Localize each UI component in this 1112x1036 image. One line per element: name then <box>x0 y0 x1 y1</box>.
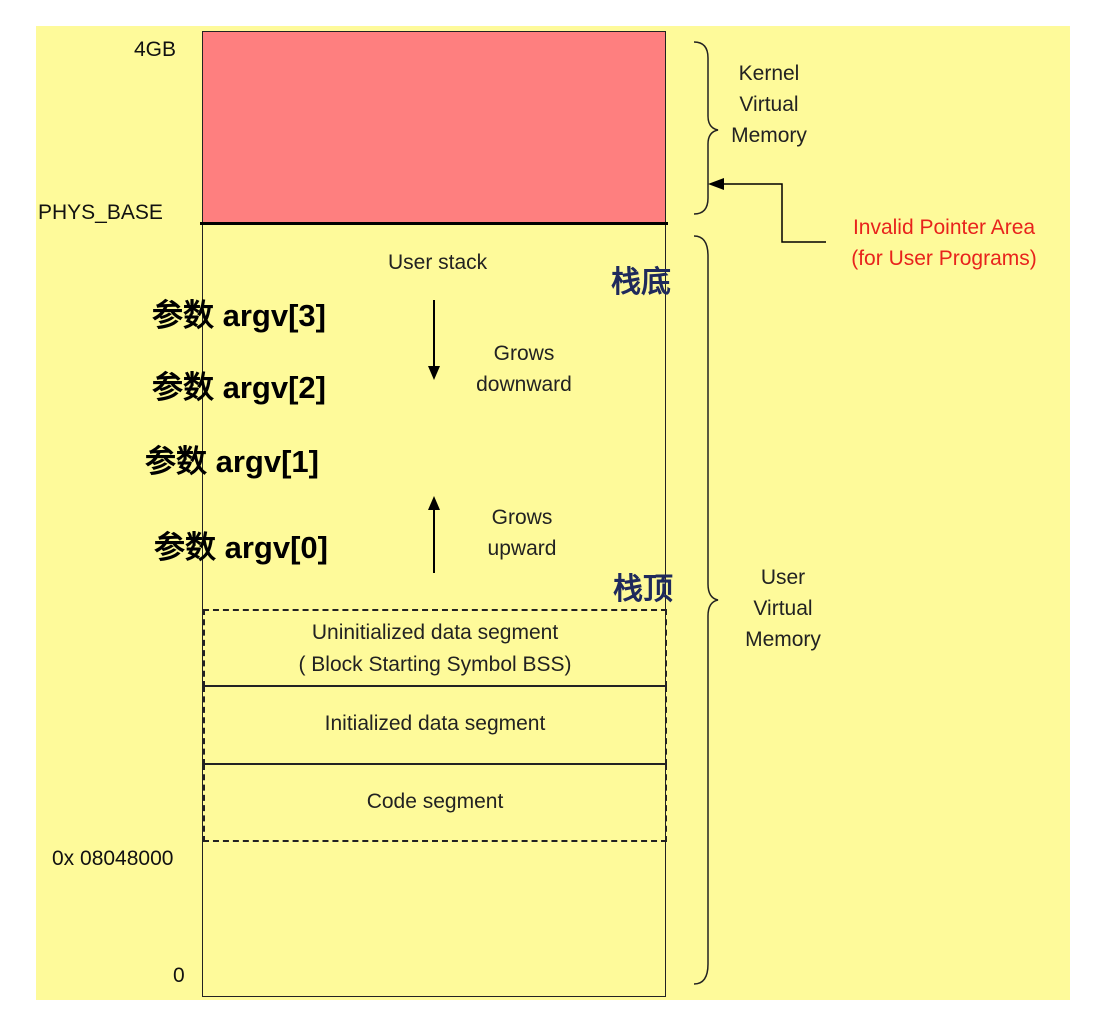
argv-0-label: 参数 argv[0] <box>154 530 328 565</box>
invalid-pointer-area-label: Invalid Pointer Area (for User Programs) <box>826 212 1062 274</box>
user-virtual-memory-label: User Virtual Memory <box>728 562 838 655</box>
address-code-start: 0x 08048000 <box>52 847 174 870</box>
address-4gb: 4GB <box>134 38 177 61</box>
data-segment: Initialized data segment <box>203 686 667 765</box>
user-label-line3: Memory <box>745 628 821 651</box>
bss-segment-line1: Uninitialized data segment <box>311 621 559 644</box>
grows-downward-line2: downward <box>476 373 572 396</box>
argv-1-label: 参数 argv[1] <box>145 444 319 479</box>
kernel-region <box>202 31 666 224</box>
kernel-label-line2: Virtual <box>739 93 799 116</box>
stack-top-marker: 栈顶 <box>613 573 673 606</box>
grows-upward-line1: Grows <box>491 506 553 529</box>
grows-upward-line2: upward <box>487 537 557 560</box>
user-label-line2: Virtual <box>753 597 813 620</box>
kernel-virtual-memory-label: Kernel Virtual Memory <box>714 58 824 151</box>
user-stack-label: User stack <box>388 251 488 274</box>
data-segment-label: Initialized data segment <box>324 712 546 735</box>
kernel-label-line3: Memory <box>731 124 807 147</box>
stack-bottom-marker: 栈底 <box>611 266 671 299</box>
user-brace <box>693 235 719 985</box>
argv-2-label: 参数 argv[2] <box>152 370 326 405</box>
user-label-line1: User <box>760 566 806 589</box>
invalid-pointer-line1: Invalid Pointer Area <box>852 216 1036 239</box>
code-segment: Code segment <box>203 764 667 842</box>
address-phys-base: PHYS_BASE <box>38 201 163 224</box>
argv-3-label: 参数 argv[3] <box>152 298 326 333</box>
phys-base-line <box>200 222 668 225</box>
kernel-brace <box>693 41 719 215</box>
kernel-label-line1: Kernel <box>738 62 800 85</box>
bss-segment-line2: ( Block Starting Symbol BSS) <box>298 653 572 676</box>
grows-upward-label: Grows upward <box>472 502 572 564</box>
grows-downward-label: Grows downward <box>464 338 584 400</box>
grows-downward-line1: Grows <box>493 342 555 365</box>
up-arrow <box>428 496 440 573</box>
invalid-pointer-arrow <box>708 178 826 243</box>
address-zero: 0 <box>173 964 185 987</box>
down-arrow <box>428 300 440 380</box>
bss-segment: Uninitialized data segment ( Block Start… <box>203 609 667 687</box>
code-segment-label: Code segment <box>366 790 504 813</box>
invalid-pointer-line2: (for User Programs) <box>851 247 1037 270</box>
